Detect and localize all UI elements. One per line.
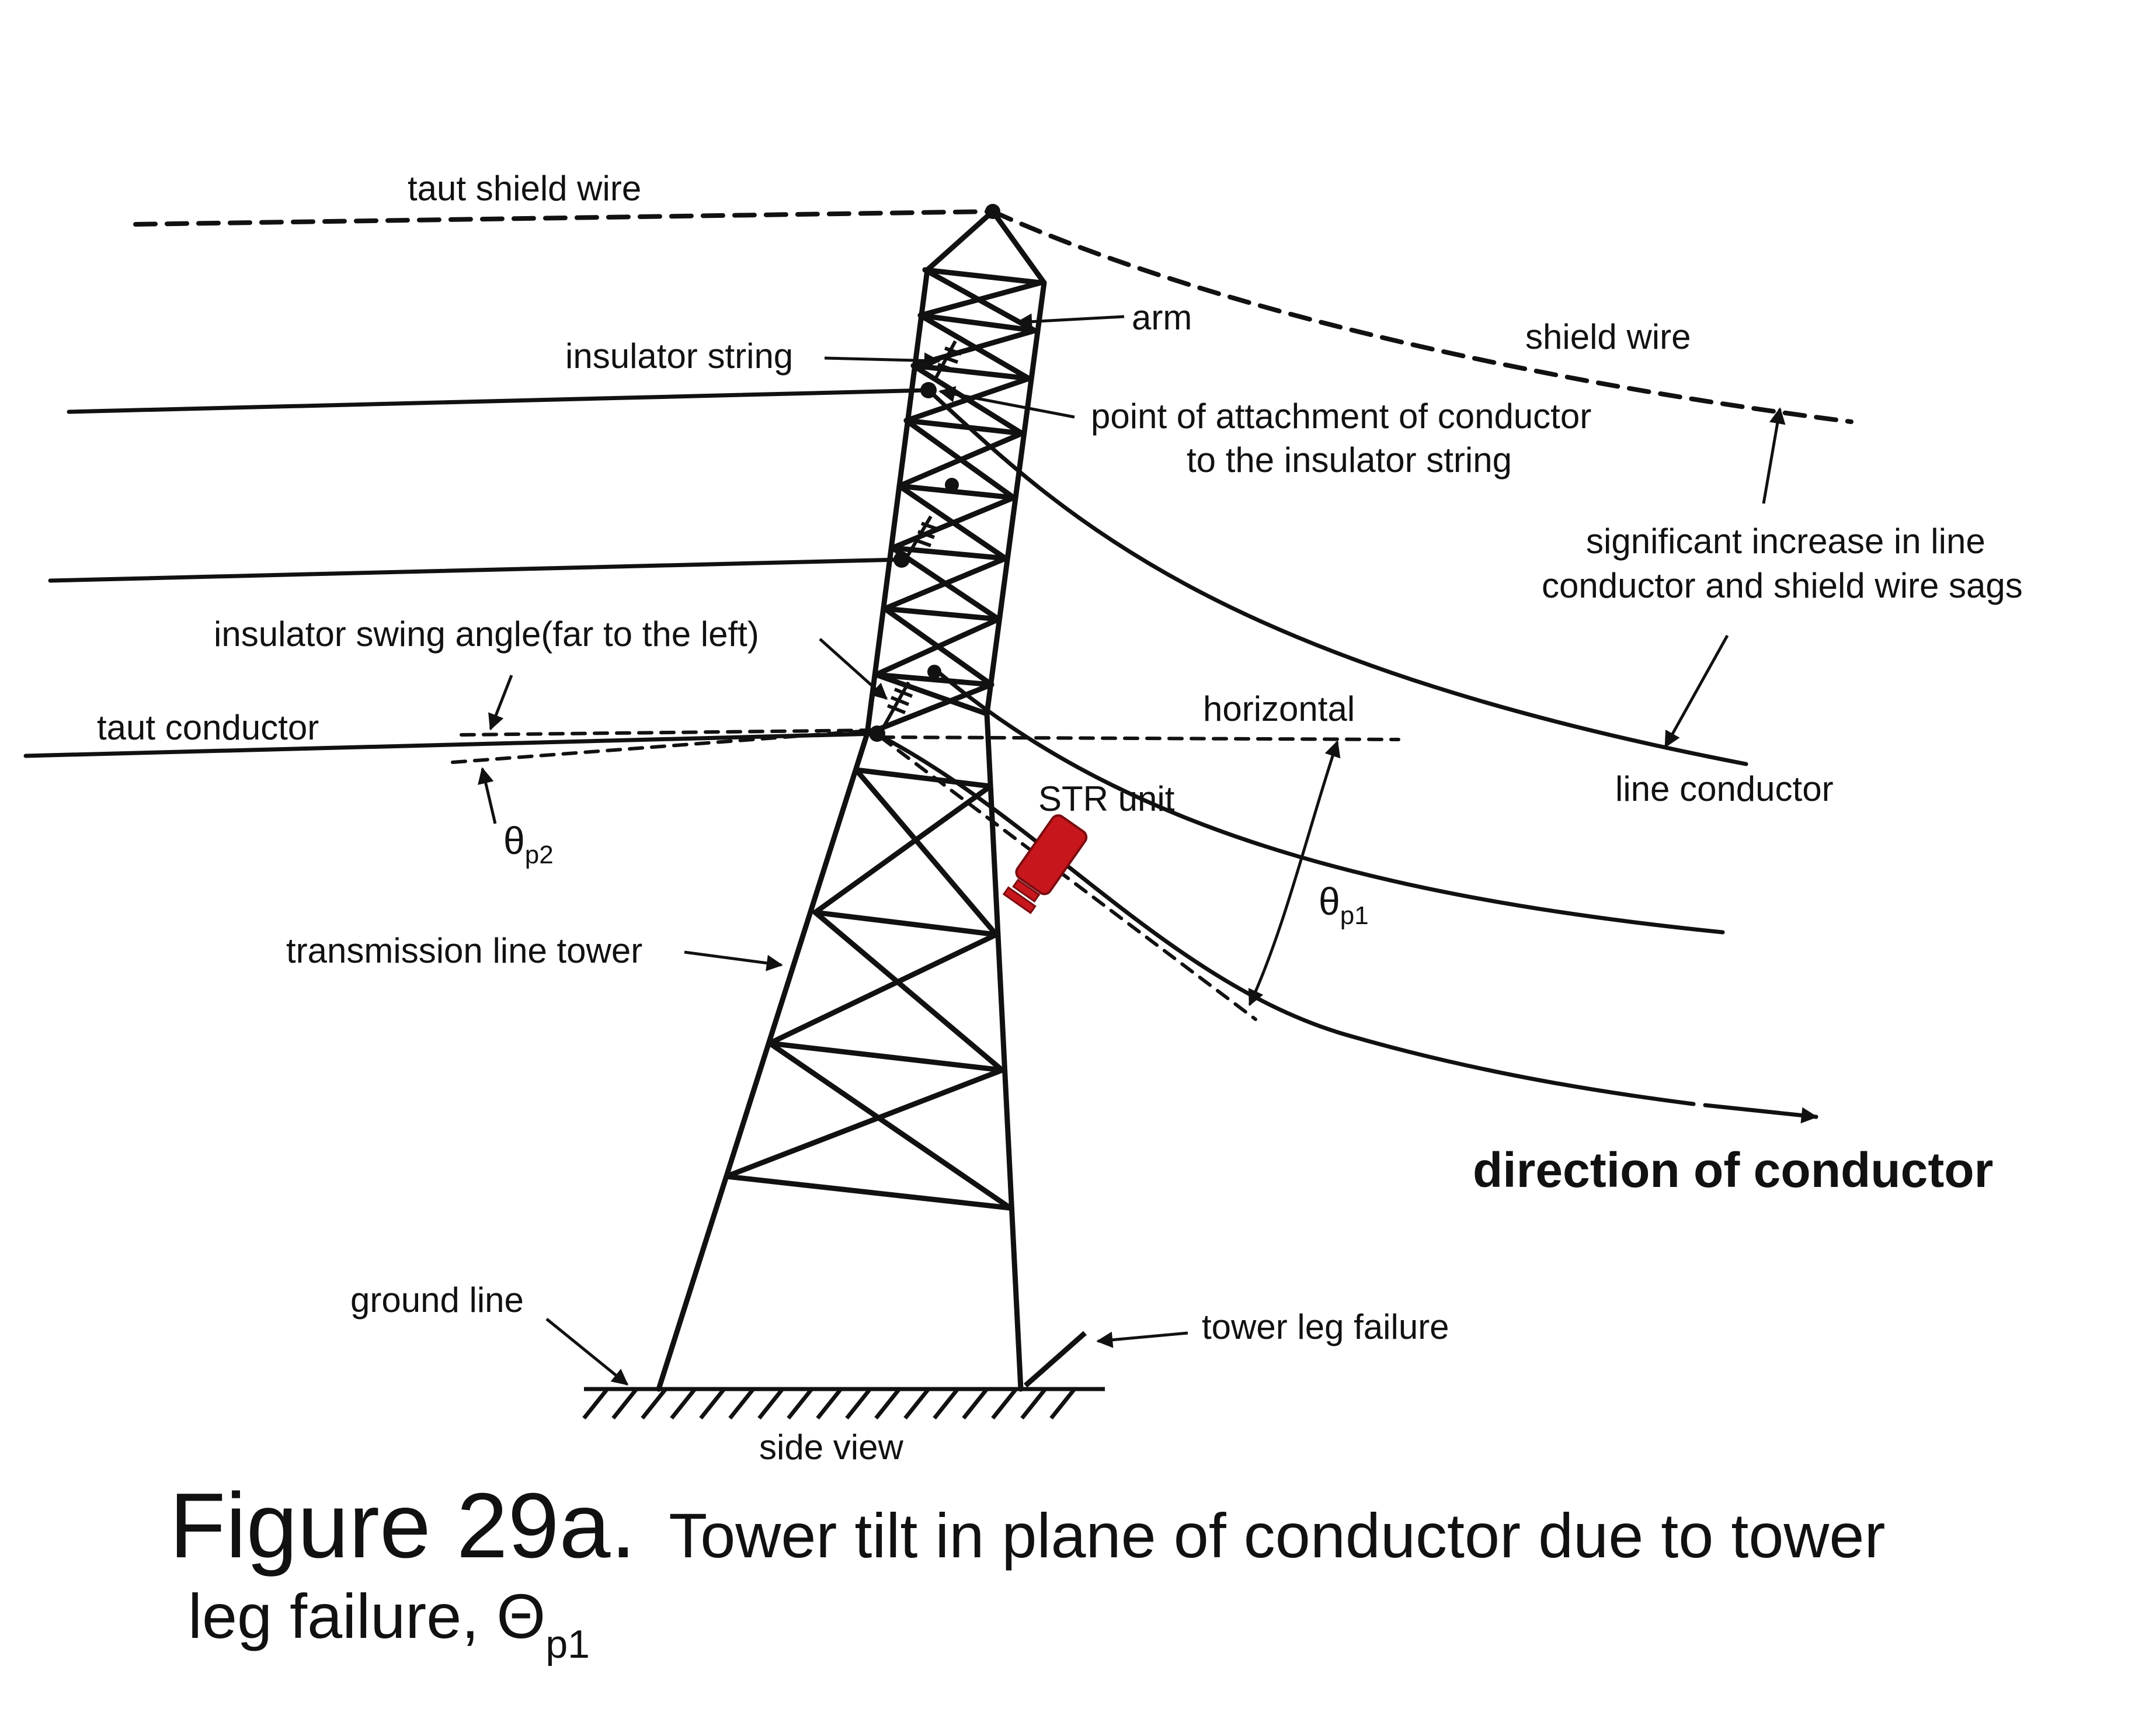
caption-line2: leg failure, Θp1 [188,1581,590,1667]
label-side-view: side view [759,1428,903,1467]
attachment-leader [938,386,1075,419]
transmission-tower [656,209,1047,1392]
conductor-attachment-point [920,382,937,398]
insulator-string [906,515,933,557]
label-theta-p1: θp1 [1319,880,1369,930]
figure-caption: Figure 29a.Tower tilt in plane of conduc… [169,1474,1885,1667]
swing-angle-leader [819,638,888,700]
leg-failure-leader [1096,1331,1188,1348]
label-arm: arm [1132,298,1192,337]
tower-brace [889,495,1017,551]
tower-strut [873,672,994,688]
tower-brace [812,909,1005,1073]
label-tower-leg-failure: tower leg failure [1202,1307,1449,1346]
tower-brace [903,376,1032,423]
theta-p2-arrow-bottom [478,767,497,824]
label-shield-wire: shield wire [1525,317,1691,356]
labels: taut shield wire arm shield wire insulat… [97,169,2023,1467]
label-str-unit: STR unit [1038,779,1175,818]
tower-strut [724,1174,1013,1211]
right-leg-lower [984,711,1024,1392]
arm-leader [1016,313,1125,330]
sag-leader-up [1762,407,1786,504]
horizontal-reference [879,735,1400,741]
line-conductor-3 [874,731,1696,1106]
attachment-points [869,204,1000,742]
left-leg [864,267,930,737]
direction-arrow [1703,1103,1818,1124]
swing-tilted [451,728,878,764]
ground-line [582,1387,1105,1420]
label-taut-conductor: taut conductor [97,708,319,747]
tower-brace [767,932,999,1046]
ground-line-leader [545,1318,629,1386]
label-transmission-tower: transmission line tower [286,931,642,970]
label-taut-shield-wire: taut shield wire [408,169,641,208]
tower-brace [767,1040,1013,1211]
swing-horizontal [460,728,878,737]
tower-brace [917,280,1044,318]
left-leg-lower [656,731,870,1392]
tower-node [945,478,959,492]
taut-conductor-1 [67,388,931,414]
insulator-string [880,681,910,731]
tower-brace [873,672,990,717]
label-ground-line: ground line [350,1280,524,1320]
tower-strut [767,1040,1005,1073]
tower-brace [896,431,1025,489]
failed-leg-stub [1024,1331,1087,1388]
insulator-string [933,340,957,382]
insulator-string-leader [824,352,941,369]
conductor-attachment-point [893,551,910,568]
label-insulator-swing: insulator swing angle(far to the left) [214,615,759,654]
label-sag-line1: significant increase in line [1586,522,1985,561]
label-horizontal: horizontal [1203,689,1355,728]
label-attachment-line1: point of attachment of conductor [1091,397,1591,436]
taut-conductor-3 [23,731,878,758]
tower-brace [882,556,1009,612]
tilt-reference [879,735,1257,1021]
tower-strut [896,483,1017,501]
tower-brace [853,767,999,938]
taut-shield-wire [133,209,995,227]
tower-strut [853,767,993,789]
label-sag-line2: conductor and shield wire sags [1542,566,2023,605]
str-unit [1002,814,1088,914]
str-unit-body [1015,814,1088,895]
shield-attachment-point [985,204,1000,219]
theta-p1-arc [1248,740,1341,1006]
tower-brace [724,1067,1005,1179]
caption-line1: Figure 29a.Tower tilt in plane of conduc… [169,1474,1885,1577]
tower-leader [684,950,783,971]
tower-node [927,665,941,679]
leader-lines [478,313,1786,1386]
label-direction: direction of conductor [1473,1143,1993,1197]
taut-conductor-2 [48,557,902,583]
tower-strut [922,267,1044,286]
label-insulator-string: insulator string [565,336,793,376]
label-attachment-line2: to the insulator string [1187,440,1512,480]
theta-p2-arrow-top [488,675,513,731]
tower-brace [812,783,993,915]
sagging-shield-wire [990,209,1854,424]
label-line-conductor: line conductor [1615,769,1834,808]
sag-leader-down [1664,634,1729,748]
tower-brace [873,616,1002,678]
label-theta-p2: θp2 [503,819,554,869]
insulator-strings [880,340,962,731]
tower-strut [903,418,1025,436]
tower-brace [864,682,994,737]
tower-strut [882,606,1002,622]
conductor-attachment-point [869,725,885,742]
tower-strut [812,909,999,938]
